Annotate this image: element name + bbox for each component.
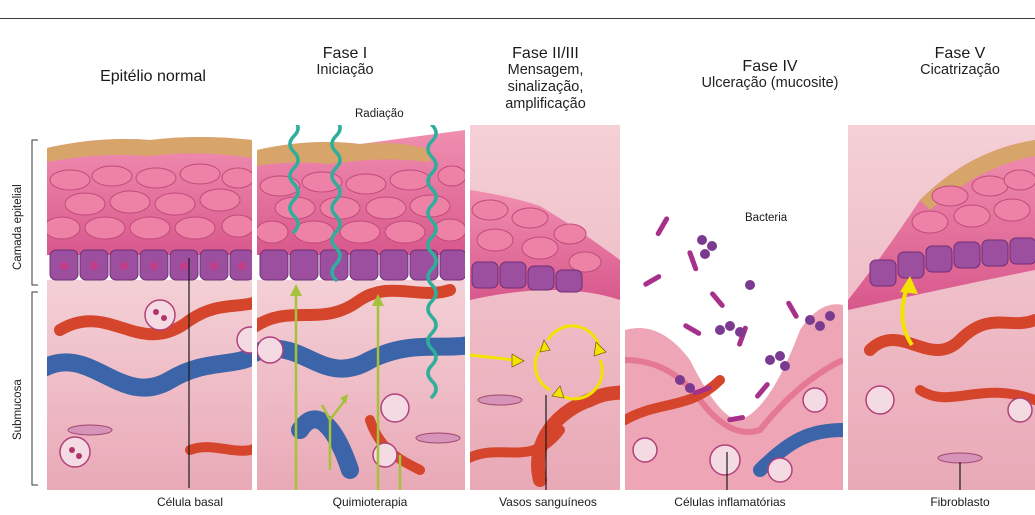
phase-4-title-text: Fase IV	[680, 58, 860, 75]
phase-2-3-subtitle-line-1: Mensagem,	[478, 62, 613, 79]
caption-basal-cell: Célula basal	[120, 495, 260, 509]
radiation-label: Radiação	[355, 108, 404, 120]
phase-5-subtitle-text: Cicatrização	[895, 62, 1025, 79]
phase-title-4: Fase IV Ulceração (mucosite)	[680, 58, 860, 92]
caption-inflammatory-cells: Células inflamatórias	[650, 495, 810, 509]
phase-2-3-subtitle-line-2: sinalização,	[478, 79, 613, 96]
epithelial-layer-label: Camada epitelial	[12, 184, 24, 270]
phase-title-1: Fase I Iniciação	[290, 45, 400, 79]
phase-1-subtitle-text: Iniciação	[290, 62, 400, 79]
bacteria-label: Bacteria	[745, 212, 787, 224]
panel-phase-4	[625, 125, 843, 490]
submucosa-label: Submucosa	[12, 379, 24, 440]
panel-phase-5	[848, 125, 1035, 490]
panel-normal-epithelium	[40, 137, 263, 490]
phase-4-subtitle-text: Ulceração (mucosite)	[680, 75, 860, 92]
phase-2-3-subtitle-line-3: amplificação	[478, 96, 613, 113]
phase-title-normal: Epitélio normal	[78, 68, 228, 85]
caption-blood-vessels: Vasos sanguíneos	[478, 495, 618, 509]
phase-5-title-text: Fase V	[895, 45, 1025, 62]
caption-fibroblast: Fibroblasto	[890, 495, 1030, 509]
panel-phase-1	[250, 120, 470, 490]
phase-title-2-3: Fase II/III Mensagem, sinalização, ampli…	[478, 45, 613, 113]
phase-2-3-title-text: Fase II/III	[478, 45, 613, 62]
panel-phase-2-3	[465, 125, 630, 490]
phase-1-title-text: Fase I	[290, 45, 400, 62]
phase-title-normal-text: Epitélio normal	[100, 68, 206, 85]
caption-chemotherapy: Quimioterapia	[300, 495, 440, 509]
phase-title-5: Fase V Cicatrização	[895, 45, 1025, 79]
